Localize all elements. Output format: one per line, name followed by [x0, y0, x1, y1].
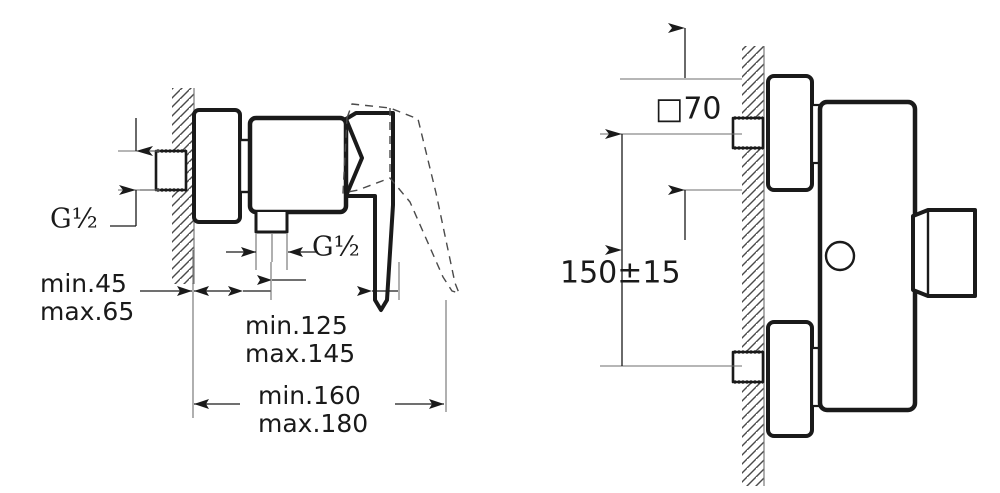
label-min160: min.160	[258, 381, 361, 410]
label-inlet-thread-left: G½	[50, 204, 98, 235]
label-150-plusminus-15: 150±15	[560, 256, 681, 291]
label-square-70: □70	[655, 92, 722, 127]
dimension-min45-max65: min.45 max.65	[40, 250, 194, 418]
inlet-connector-lower-right	[731, 350, 765, 384]
lever-handle-left	[344, 111, 395, 312]
dimension-inlet-thread-left: G½	[50, 118, 160, 235]
dimension-150-plusminus-15: 150±15	[560, 129, 742, 367]
mixer-body-right	[817, 99, 918, 413]
outlet-block-right	[911, 208, 977, 298]
label-max145: max.145	[245, 339, 355, 368]
escutcheon-plate-lower-right	[766, 320, 814, 438]
inlet-connector-upper-right	[731, 116, 765, 150]
left-view-side-elevation: G½ G½ min.45 ma	[40, 88, 460, 438]
label-outlet-thread-left: G½	[312, 232, 360, 263]
mixer-body-left	[247, 115, 349, 215]
label-max180: max.180	[258, 409, 368, 438]
wall-section-right	[742, 46, 765, 486]
outlet-connector-left	[254, 212, 289, 234]
dimension-outlet-thread-left: G½	[226, 232, 360, 285]
dimension-square-70: □70	[620, 23, 742, 127]
escutcheon-plate-upper-right	[766, 74, 814, 192]
right-view-front-elevation: □70 150±15	[560, 23, 977, 486]
label-min45: min.45	[40, 269, 127, 298]
dimension-min160-max180: min.160 max.180	[194, 300, 447, 438]
lever-handle-alt-position-left	[342, 103, 460, 294]
dimension-min125-max145: min.125 max.145	[194, 262, 400, 368]
label-max65: max.65	[40, 297, 134, 326]
label-min125: min.125	[245, 311, 348, 340]
escutcheon-plate-left	[192, 108, 242, 224]
inlet-connector-left	[140, 149, 188, 192]
lever-pivot-circle-right	[824, 240, 856, 272]
